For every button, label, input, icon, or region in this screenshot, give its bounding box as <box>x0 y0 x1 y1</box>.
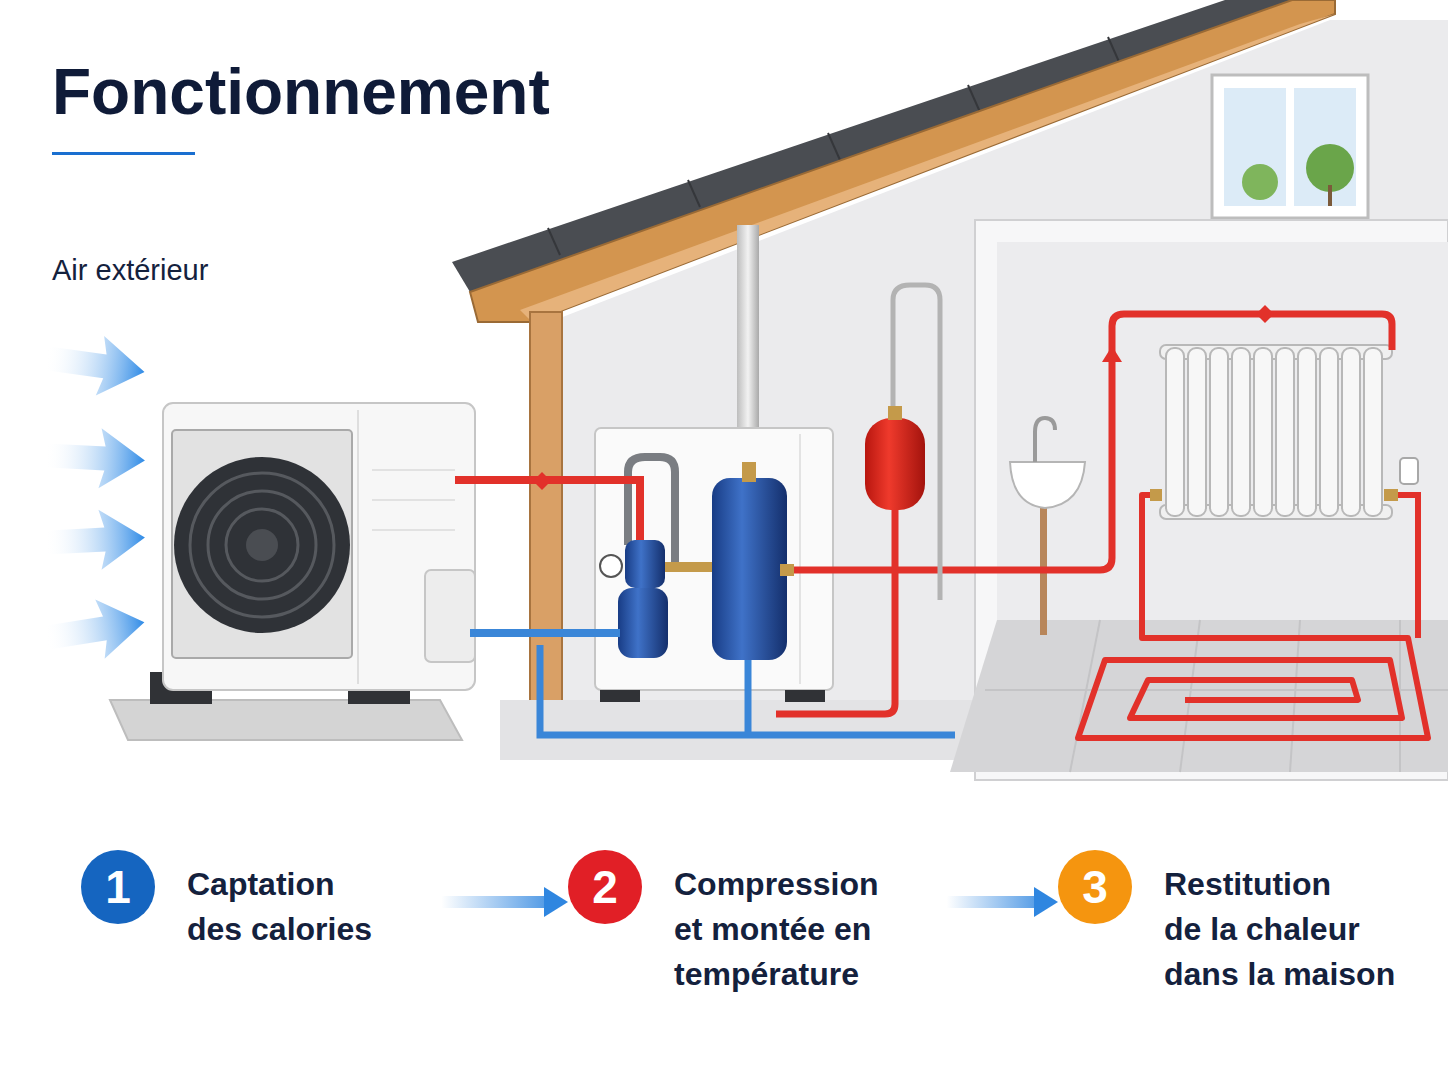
radiator-column <box>1364 348 1382 516</box>
concrete-slab <box>110 700 462 740</box>
radiator-return-pipe <box>1392 495 1418 638</box>
arrowhead <box>544 887 568 917</box>
step-node: 1 Captation des calories <box>81 850 387 952</box>
step-number: 2 <box>568 850 642 924</box>
brass-fitting <box>1150 489 1162 501</box>
radiator-column <box>1276 348 1294 516</box>
unit-foot <box>600 690 640 702</box>
flow-marker <box>533 472 551 490</box>
radiator-column <box>1254 348 1272 516</box>
sink-faucet <box>1035 418 1055 462</box>
step-label: Captation des calories <box>187 850 387 952</box>
radiator-column <box>1232 348 1250 516</box>
air-label: Air extérieur <box>52 253 208 287</box>
roof-tile-line <box>968 85 980 112</box>
fan-ring <box>226 509 298 581</box>
outdoor-unit <box>163 403 475 690</box>
brass-fitting <box>780 564 794 576</box>
sink-basin <box>1010 462 1085 508</box>
step-circle: 2 <box>568 850 642 924</box>
unit-panel-line <box>799 434 801 684</box>
step-arrow <box>387 896 548 908</box>
diagram-title: Fonctionnement <box>52 60 550 124</box>
air-arrow <box>43 425 146 490</box>
unit-slat <box>372 529 455 531</box>
step-arrow <box>899 896 1038 908</box>
air-arrow <box>41 328 148 401</box>
air-arrow <box>41 593 149 668</box>
tree <box>1242 164 1278 200</box>
brass-fitting <box>888 406 902 420</box>
step-number: 3 <box>1058 850 1132 924</box>
floor <box>500 700 975 760</box>
roof-tile-line <box>1108 37 1120 64</box>
flow-arrow <box>1102 346 1122 362</box>
window-frame <box>1212 75 1368 218</box>
brass-fitting <box>665 562 715 572</box>
room-floor <box>950 620 1448 772</box>
window-pane <box>1294 88 1356 206</box>
step-label: Restitution de la chaleur dans la maison <box>1164 850 1404 997</box>
thermostatic-valve <box>1400 458 1418 484</box>
unit-slat <box>372 499 455 501</box>
fan <box>174 457 350 633</box>
unit-slat <box>372 469 455 471</box>
expansion-vessel <box>865 418 925 510</box>
flue-pipe <box>737 225 759 435</box>
radiator-column <box>1210 348 1228 516</box>
valve-cover <box>425 570 475 662</box>
tree-trunk <box>1328 185 1332 206</box>
window-pane <box>1224 88 1286 206</box>
unit-panel-line <box>357 410 359 684</box>
title-underline <box>52 152 195 155</box>
cold-pipe <box>470 629 620 637</box>
floor-heating-loop <box>1078 495 1428 738</box>
air-arrow <box>43 507 146 572</box>
component <box>625 540 665 588</box>
radiator-column <box>1166 348 1184 516</box>
brass-fitting <box>742 462 756 482</box>
brass-fitting <box>1384 489 1398 501</box>
pressure-gauge <box>600 555 622 577</box>
flow-marker <box>1256 305 1274 323</box>
radiator-column <box>1342 348 1360 516</box>
component <box>618 588 668 658</box>
floor-tile-line <box>1290 620 1300 772</box>
floor-tile-line <box>985 689 1448 691</box>
step-circle: 3 <box>1058 850 1132 924</box>
hot-pipe <box>455 480 640 540</box>
radiator-column <box>1298 348 1316 516</box>
step-node: 2 Compression et montée en température <box>568 850 899 997</box>
hot-supply-pipe <box>787 314 1392 570</box>
cold-return-pipe <box>745 660 752 735</box>
step-node: 3 Restitution de la chaleur dans la maiso… <box>1058 850 1404 997</box>
tree <box>1306 144 1354 192</box>
fan-ring <box>208 491 316 599</box>
fan-grille-frame <box>172 430 352 658</box>
fan-hub <box>246 529 278 561</box>
step-label: Compression et montée en température <box>674 850 899 997</box>
roof-tile-line <box>548 228 560 255</box>
step-circle: 1 <box>81 850 155 924</box>
arrowhead <box>1034 887 1058 917</box>
hot-pipe <box>776 510 895 714</box>
radiator-column <box>1320 348 1338 516</box>
wood-post <box>530 312 562 707</box>
floor-tile-line <box>1180 620 1200 772</box>
unit-foot <box>785 690 825 702</box>
step-number: 1 <box>81 850 155 924</box>
radiator-column <box>1188 348 1206 516</box>
roof-tile-line <box>688 180 700 207</box>
fan-ring <box>190 473 334 617</box>
roof-tile-line <box>828 133 840 160</box>
buffer-tank <box>712 478 787 660</box>
indoor-unit <box>595 428 833 690</box>
